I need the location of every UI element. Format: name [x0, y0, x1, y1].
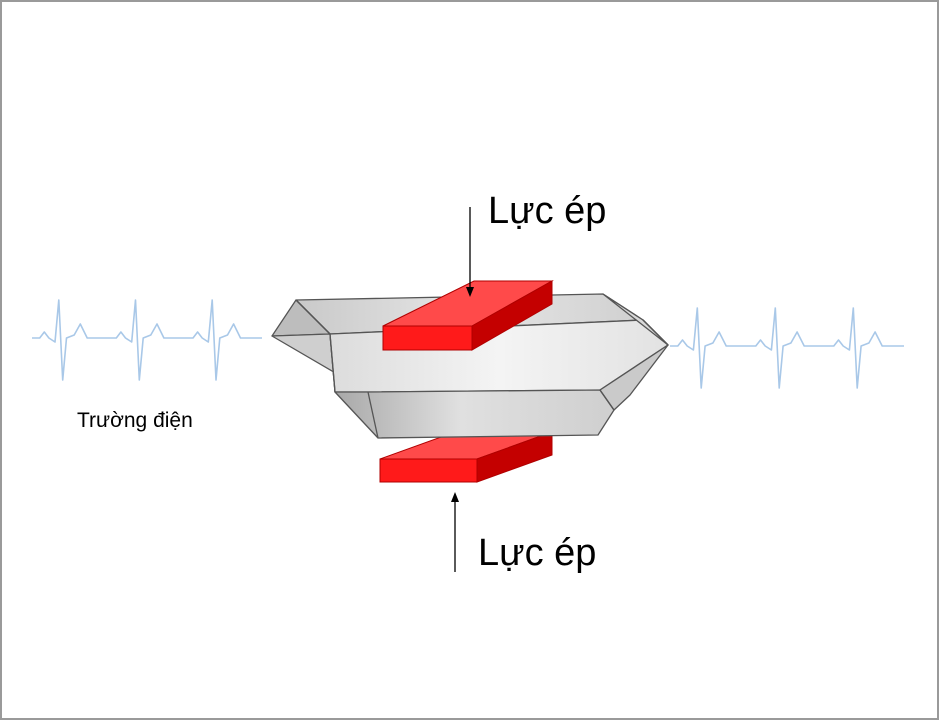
arrow-down-icon: [466, 207, 474, 297]
force-label-bottom: Lực ép: [478, 532, 596, 574]
force-label-top: Lực ép: [488, 190, 606, 232]
electric-field-label: Trường điện: [77, 409, 193, 432]
arrow-up-icon: [451, 492, 459, 572]
electrode-plate-bottom-icon: [379, 431, 553, 483]
waveform-right-icon: [670, 307, 904, 389]
electrode-plate-top-icon: [382, 280, 554, 351]
waveform-left-icon: [32, 299, 262, 381]
